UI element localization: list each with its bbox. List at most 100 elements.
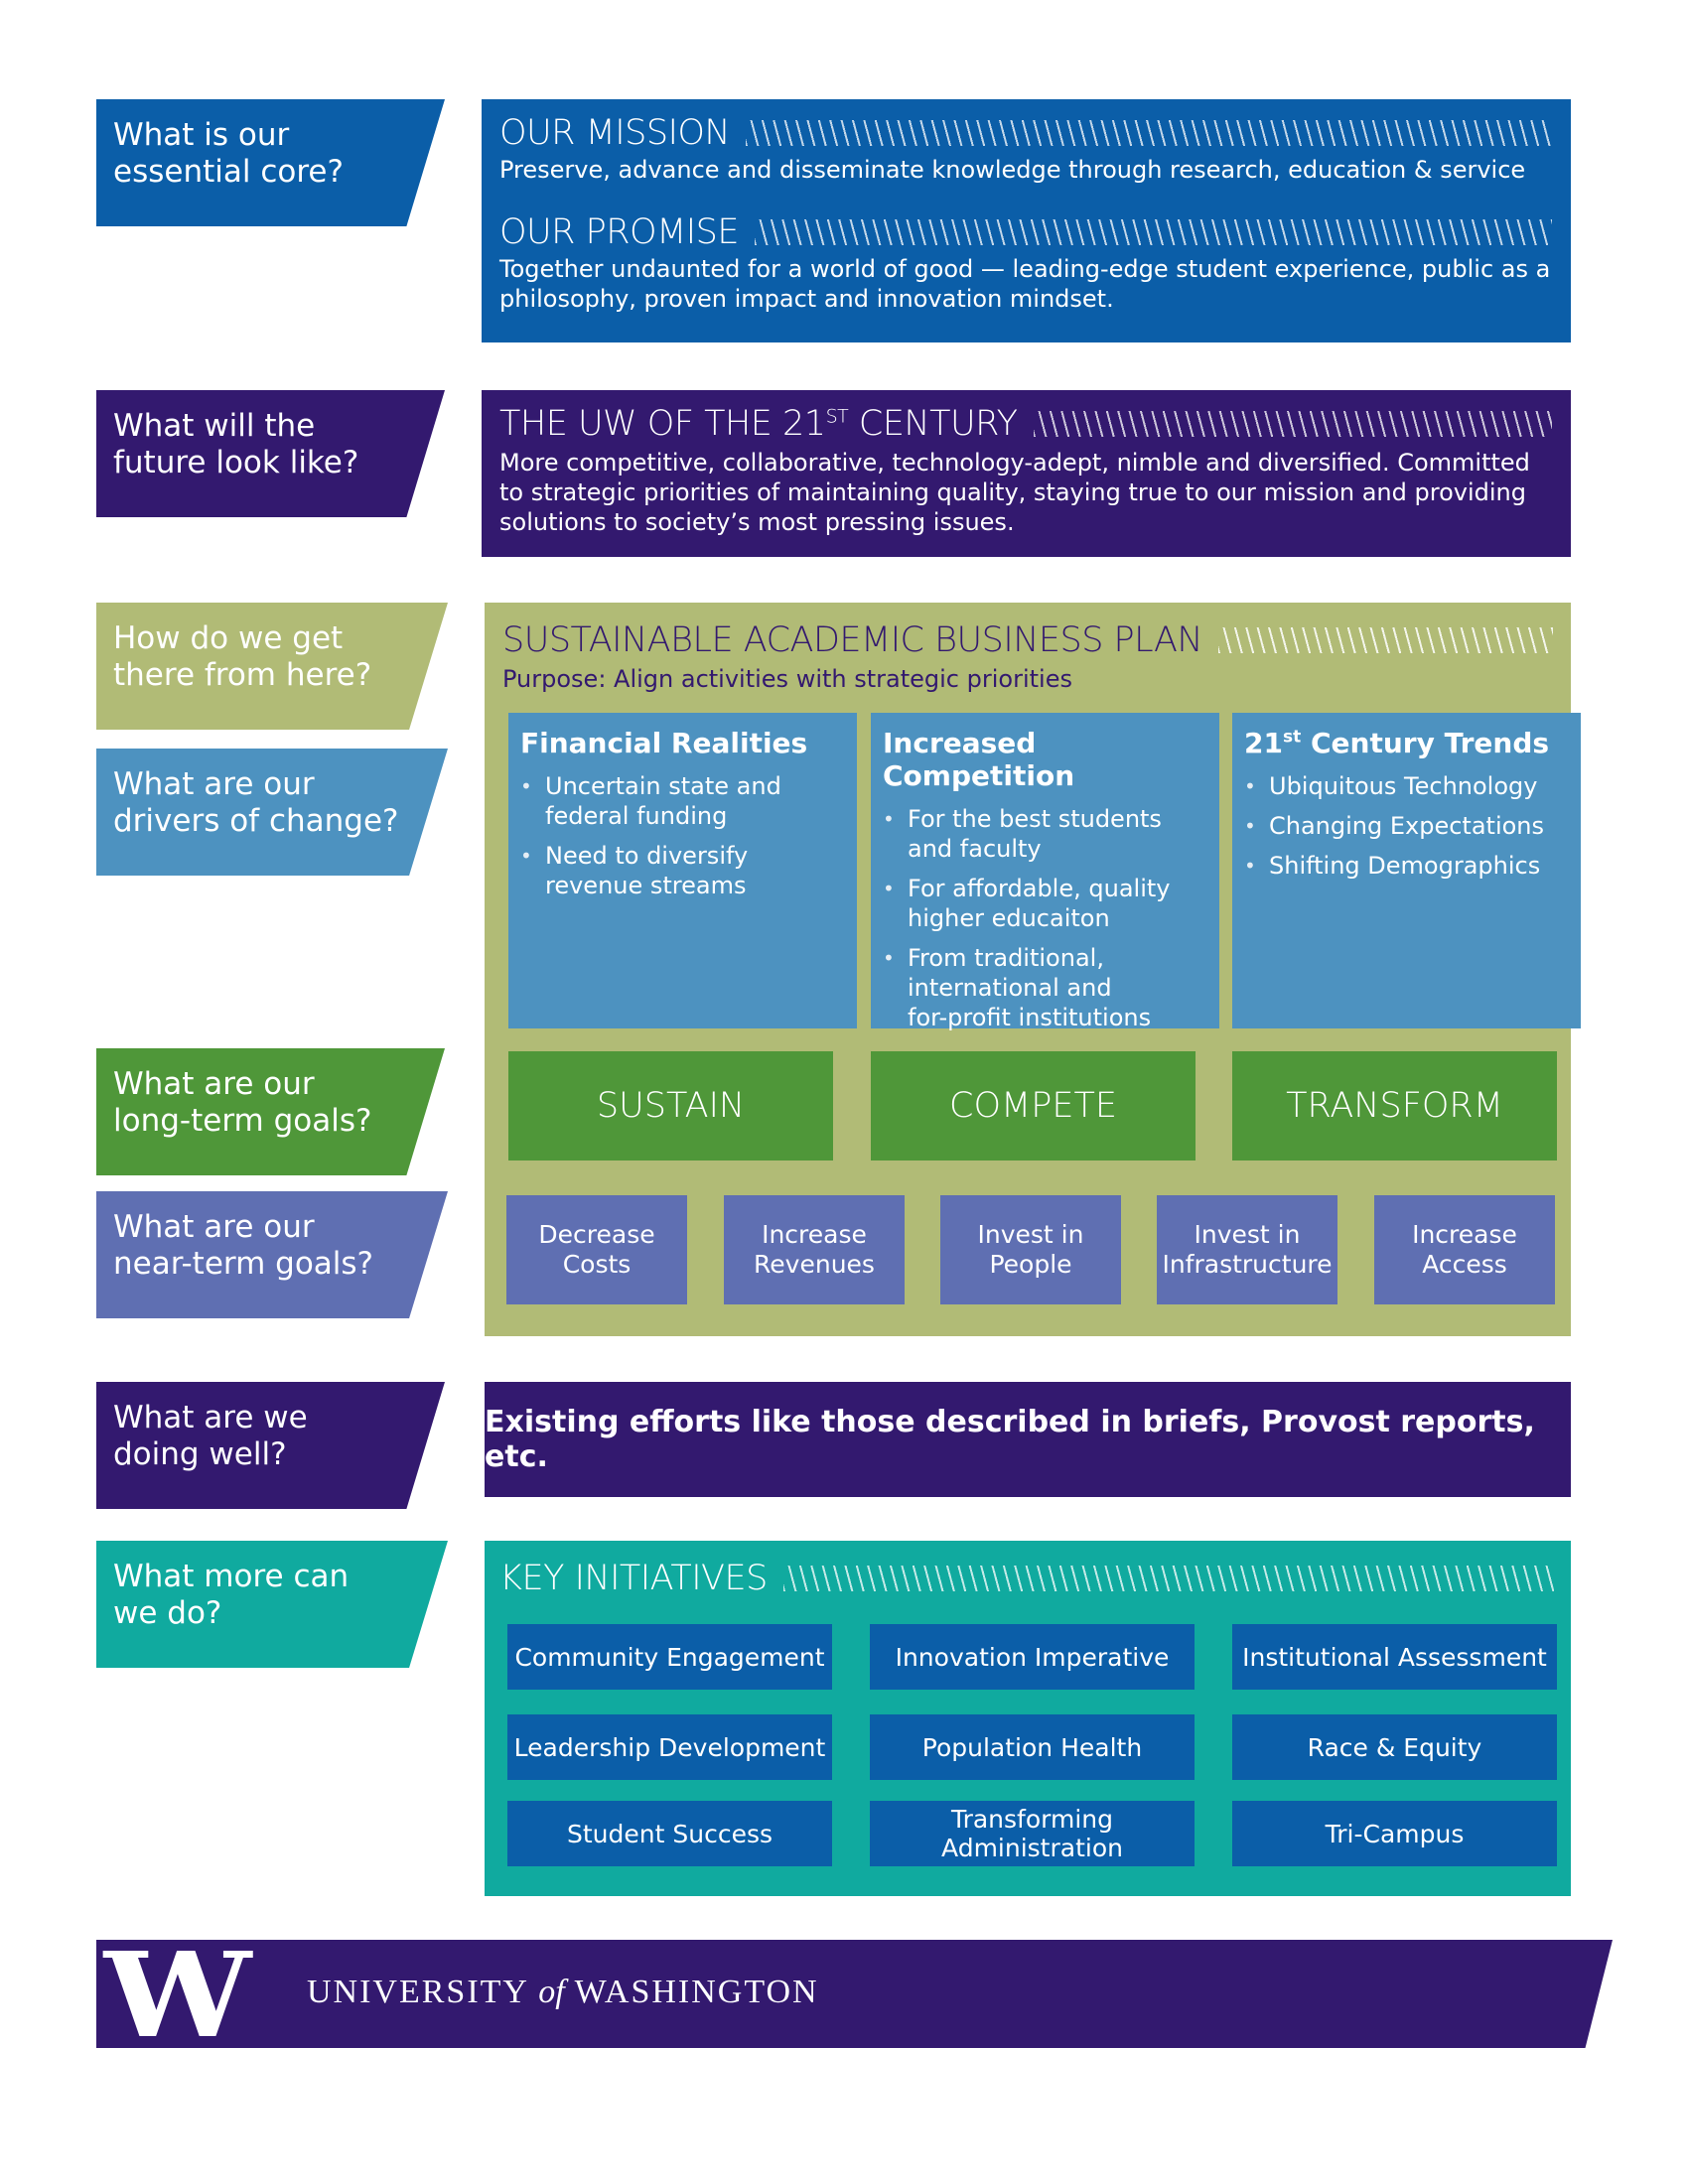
question-tab-more: What more can we do? — [96, 1541, 448, 1668]
initiative-item: Institutional Assessment — [1232, 1624, 1557, 1690]
driver-item-line: higher educaiton — [908, 904, 1110, 932]
driver-title: Increased Competition — [883, 727, 1075, 792]
mission-promise-panel: OUR MISSION Preserve, advance and dissem… — [482, 99, 1571, 342]
initiative-item: Population Health — [870, 1714, 1195, 1780]
hatch-decoration — [754, 219, 1552, 245]
promise-line: Together undaunted for a world of good —… — [499, 255, 1551, 283]
driver-item-line: for-profit institutions — [908, 1004, 1152, 1031]
question-tab-get-there: How do we get there from here? — [96, 603, 448, 730]
hatch-decoration — [1033, 411, 1552, 437]
question-line: essential core? — [113, 154, 344, 190]
question-line: future look like? — [113, 445, 359, 480]
driver-item-line: For affordable, quality — [908, 875, 1171, 902]
near-term-goal-line: Increase — [762, 1220, 867, 1249]
hatch-decoration — [1218, 627, 1553, 653]
question-line: drivers of change? — [113, 803, 399, 839]
future-title-sup: ST — [825, 405, 849, 428]
question-line: What are our — [113, 1209, 315, 1245]
question-tab-long-term: What are our long-term goals? — [96, 1048, 445, 1175]
driver-item-line: Shifting Demographics — [1269, 852, 1541, 880]
driver-item-line: federal funding — [545, 802, 728, 830]
driver-title-post: Century Trends — [1301, 727, 1550, 759]
future-line: More competitive, collaborative, technol… — [499, 449, 1530, 477]
question-line: long-term goals? — [113, 1103, 372, 1139]
near-term-goal-line: Invest in — [1194, 1220, 1301, 1249]
driver-item-line: revenue streams — [545, 872, 747, 899]
promise-title: OUR PROMISE — [499, 212, 739, 252]
driver-item: From traditional,international andfor-pr… — [883, 943, 1207, 1032]
question-line: What is our — [113, 117, 290, 153]
driver-item-line: international and — [908, 974, 1112, 1002]
driver-item-line: Ubiquitous Technology — [1269, 772, 1538, 800]
driver-card-trends: 21st Century Trends Ubiquitous Technolog… — [1232, 713, 1581, 1028]
near-term-goal-line: Invest in — [977, 1220, 1084, 1249]
question-tab-drivers: What are our drivers of change? — [96, 749, 448, 876]
driver-list: Ubiquitous Technology Changing Expectati… — [1244, 771, 1569, 881]
initiative-item: Innovation Imperative — [870, 1624, 1195, 1690]
question-line: near-term goals? — [113, 1246, 374, 1282]
initiative-label: Innovation Imperative — [895, 1642, 1170, 1672]
promise-title-row: OUR PROMISE — [499, 212, 1552, 252]
near-term-goal: Invest in People — [940, 1195, 1121, 1304]
question-tab-future: What will the future look like? — [96, 390, 445, 517]
initiative-label: Population Health — [921, 1732, 1143, 1762]
driver-item-line: Need to diversify — [545, 842, 749, 870]
near-term-goal: Increase Revenues — [724, 1195, 905, 1304]
long-term-goal-transform: TRANSFORM — [1232, 1051, 1557, 1160]
future-panel: THE UW OF THE 21ST CENTURY More competit… — [482, 390, 1571, 557]
plan-title: SUSTAINABLE ACADEMIC BUSINESS PLAN — [502, 620, 1203, 660]
initiative-label: Administration — [941, 1834, 1123, 1862]
wordmark-of: of — [538, 1974, 565, 2010]
long-term-goal-sustain: SUSTAIN — [508, 1051, 833, 1160]
question-line: How do we get — [113, 620, 344, 656]
future-title-main: THE UW OF THE 21 — [499, 404, 826, 444]
mission-text: Preserve, advance and disseminate knowle… — [499, 156, 1526, 184]
near-term-goal-line: People — [989, 1250, 1072, 1279]
mission-title-row: OUR MISSION — [499, 113, 1552, 153]
university-wordmark: UNIVERSITY of WASHINGTON — [307, 1974, 819, 2011]
future-title-after: CENTURY — [848, 404, 1018, 444]
driver-card-competition: Increased Competition For the best stude… — [871, 713, 1219, 1031]
long-term-goal-compete: COMPETE — [871, 1051, 1196, 1160]
hatch-decoration — [746, 120, 1552, 146]
driver-title: Financial Realities — [520, 727, 808, 759]
question-tab-core: What is our essential core? — [96, 99, 445, 226]
initiative-label: Race & Equity — [1307, 1732, 1482, 1762]
question-line: there from here? — [113, 657, 372, 693]
question-tab-doing-well: What are we doing well? — [96, 1382, 445, 1509]
driver-item-line: Uncertain state and — [545, 772, 781, 800]
initiative-label: Tri-Campus — [1325, 1819, 1465, 1848]
driver-title: 21st Century Trends — [1244, 727, 1569, 759]
initiatives-title-row: KEY INITIATIVES — [499, 1559, 1554, 1598]
wordmark-part: UNIVERSITY — [307, 1974, 528, 2010]
near-term-goal-line: Infrastructure — [1162, 1250, 1333, 1279]
driver-item: Ubiquitous Technology — [1244, 771, 1569, 801]
driver-title-sup: st — [1282, 727, 1302, 748]
plan-purpose: Purpose: Align activities with strategic… — [502, 665, 1072, 693]
driver-item-line: Changing Expectations — [1269, 812, 1545, 840]
driver-item: Shifting Demographics — [1244, 851, 1569, 881]
near-term-goal-line: Increase — [1412, 1220, 1517, 1249]
initiative-item: Community Engagement — [507, 1624, 832, 1690]
near-term-goal-line: Decrease — [538, 1220, 655, 1249]
initiative-label: Transforming — [950, 1805, 1113, 1834]
future-line: to strategic priorities of maintaining q… — [499, 478, 1526, 506]
question-line: What are we — [113, 1400, 308, 1435]
driver-item-line: and faculty — [908, 835, 1042, 863]
future-title-row: THE UW OF THE 21ST CENTURY — [499, 404, 1552, 444]
initiative-label: Institutional Assessment — [1242, 1642, 1547, 1672]
initiatives-title: KEY INITIATIVES — [499, 1559, 768, 1598]
driver-item-line: For the best students — [908, 805, 1162, 833]
near-term-goal-line: Access — [1422, 1250, 1507, 1279]
driver-title-pre: 21 — [1244, 727, 1283, 759]
question-line: What are our — [113, 766, 315, 802]
initiative-label: Leadership Development — [513, 1732, 826, 1762]
initiative-item: Student Success — [507, 1801, 832, 1866]
near-term-goal: Decrease Costs — [506, 1195, 687, 1304]
doing-well-panel: Existing efforts like those described in… — [485, 1382, 1571, 1497]
